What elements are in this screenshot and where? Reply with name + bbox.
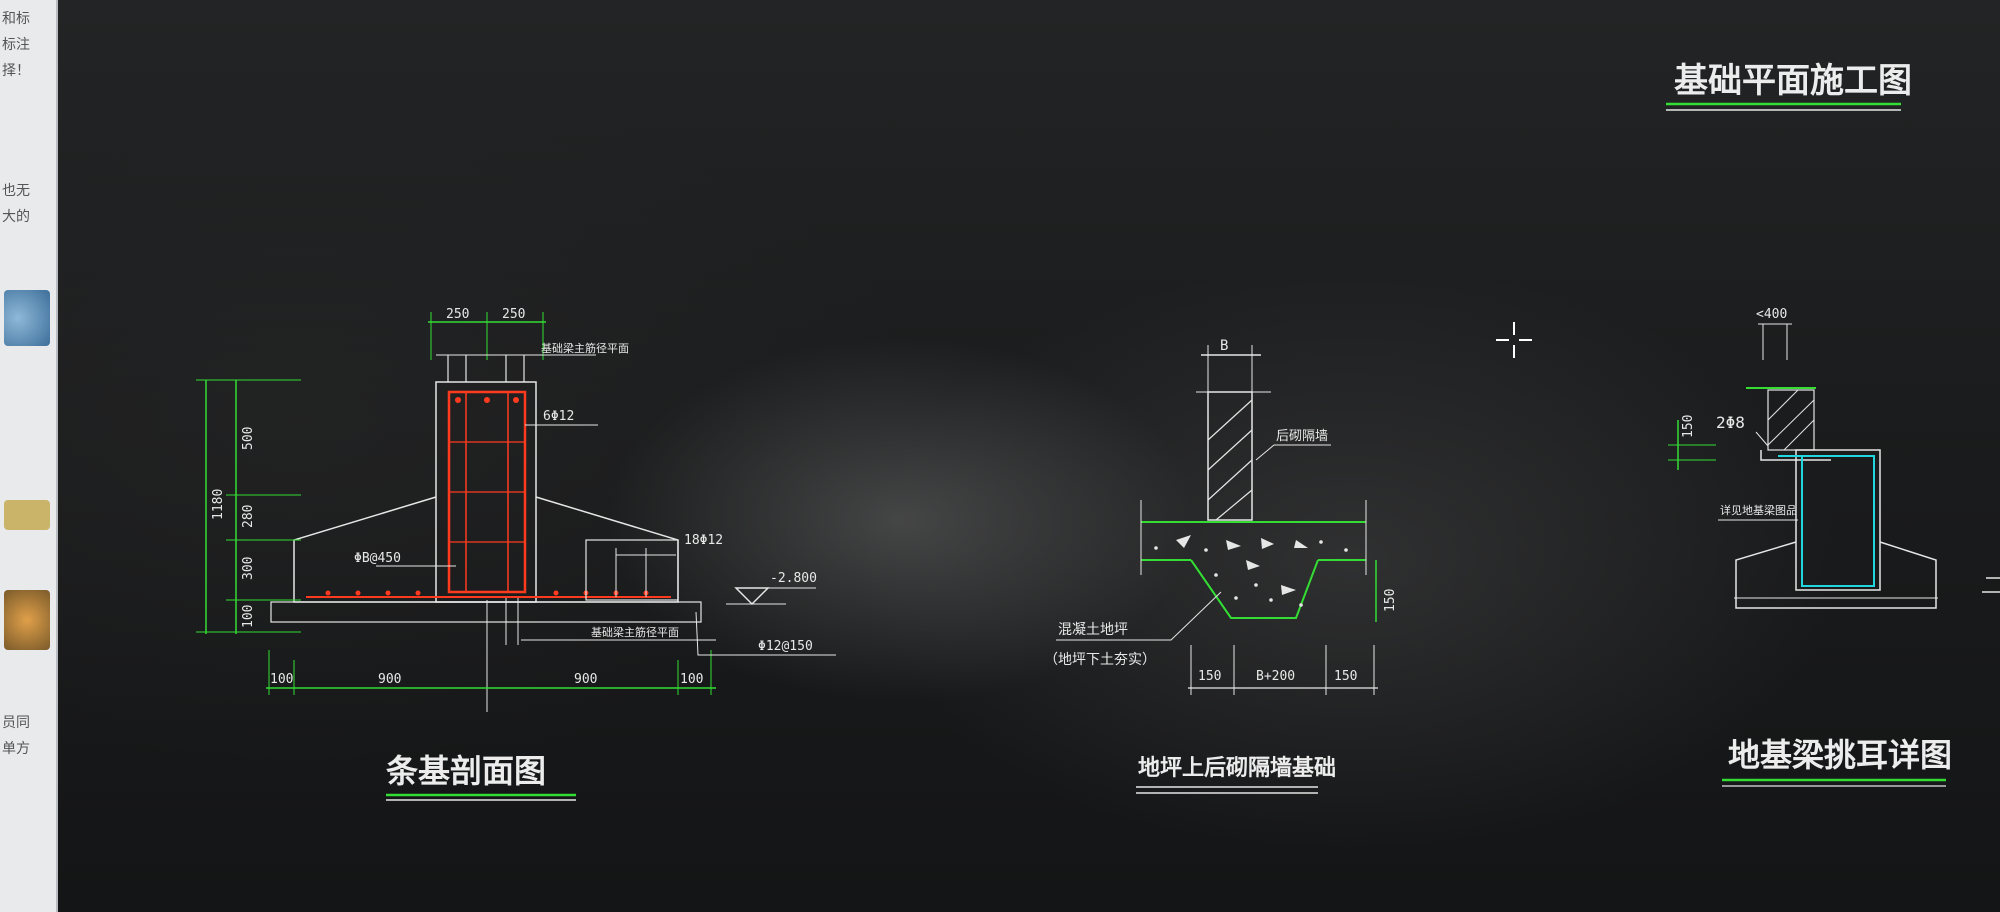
beam-title: 地基梁挑耳详图 (1728, 736, 1952, 774)
dim-label: 900 (378, 672, 401, 687)
dim-label: 100 (241, 605, 256, 628)
dim-label: B (1220, 338, 1228, 354)
dim-label: 100 (680, 672, 703, 687)
plan-title: 基础平面施工图 (1674, 61, 1912, 101)
annotation: 基础梁主筋径平面 (541, 341, 629, 355)
dim-label: 150 (1383, 589, 1398, 612)
dim-label: 1180 (211, 489, 226, 520)
annotation: ΦB@450 (354, 551, 401, 566)
dim-label: <400 (1756, 307, 1787, 322)
annotation: 后砌隔墙 (1276, 429, 1328, 444)
annotation: （地坪下土夯实） (1044, 652, 1156, 668)
dim-label: 280 (241, 505, 256, 528)
wall-title: 地坪上后砌隔墙基础 (1138, 755, 1336, 781)
dim-label: 500 (241, 427, 256, 450)
strip-footing-section: 250 250 (196, 307, 836, 801)
left-panel: 和标 标注 择！ 也无 大的 员同 单方 (0, 0, 58, 912)
sidebar-fragment: 大的 (2, 209, 30, 225)
sidebar-fragment: 择！ (2, 63, 30, 79)
dim-label: 150 (1681, 415, 1696, 438)
strip-title: 条基剖面图 (386, 752, 546, 790)
dim-label: 100 (270, 672, 293, 687)
annotation: 基础梁主筋径平面 (591, 625, 679, 639)
partition-wall-footing: B 后砌隔墙 (1044, 338, 1398, 794)
annotation: 18Φ12 (684, 533, 723, 548)
annotation: 混凝土地坪 (1058, 622, 1128, 638)
dim-label: 250 (446, 307, 469, 322)
dim-label: B+200 (1256, 669, 1295, 684)
thumbnail-image[interactable] (4, 290, 50, 346)
cad-canvas[interactable]: 基础平面施工图 250 250 (56, 0, 2000, 912)
sidebar-fragment: 标注 (2, 37, 30, 53)
dim-label: 300 (241, 557, 256, 580)
dim-label: 150 (1334, 669, 1357, 684)
thumbnail-image[interactable] (4, 590, 50, 650)
cursor-crosshair-icon (1496, 322, 1532, 358)
sidebar-fragment: 员同 (2, 715, 30, 731)
dim-label: 250 (502, 307, 525, 322)
thumbnail-image[interactable] (4, 500, 50, 530)
annotation: 6Φ12 (543, 409, 574, 424)
annotation: Φ12@150 (758, 639, 813, 654)
sidebar-fragment: 也无 (2, 183, 30, 199)
sidebar-fragment: 和标 (2, 11, 30, 27)
level-label: -2.800 (770, 571, 817, 586)
annotation: 2Φ8 (1716, 413, 1745, 432)
annotation: 详见地基梁图品 (1720, 503, 1797, 517)
ground-beam-detail: <400 1 (1668, 307, 2000, 787)
cad-drawing-area[interactable]: 基础平面施工图 250 250 (56, 0, 2000, 912)
sidebar-fragment: 单方 (2, 741, 30, 757)
dim-label: 900 (574, 672, 597, 687)
dim-label: 150 (1198, 669, 1221, 684)
